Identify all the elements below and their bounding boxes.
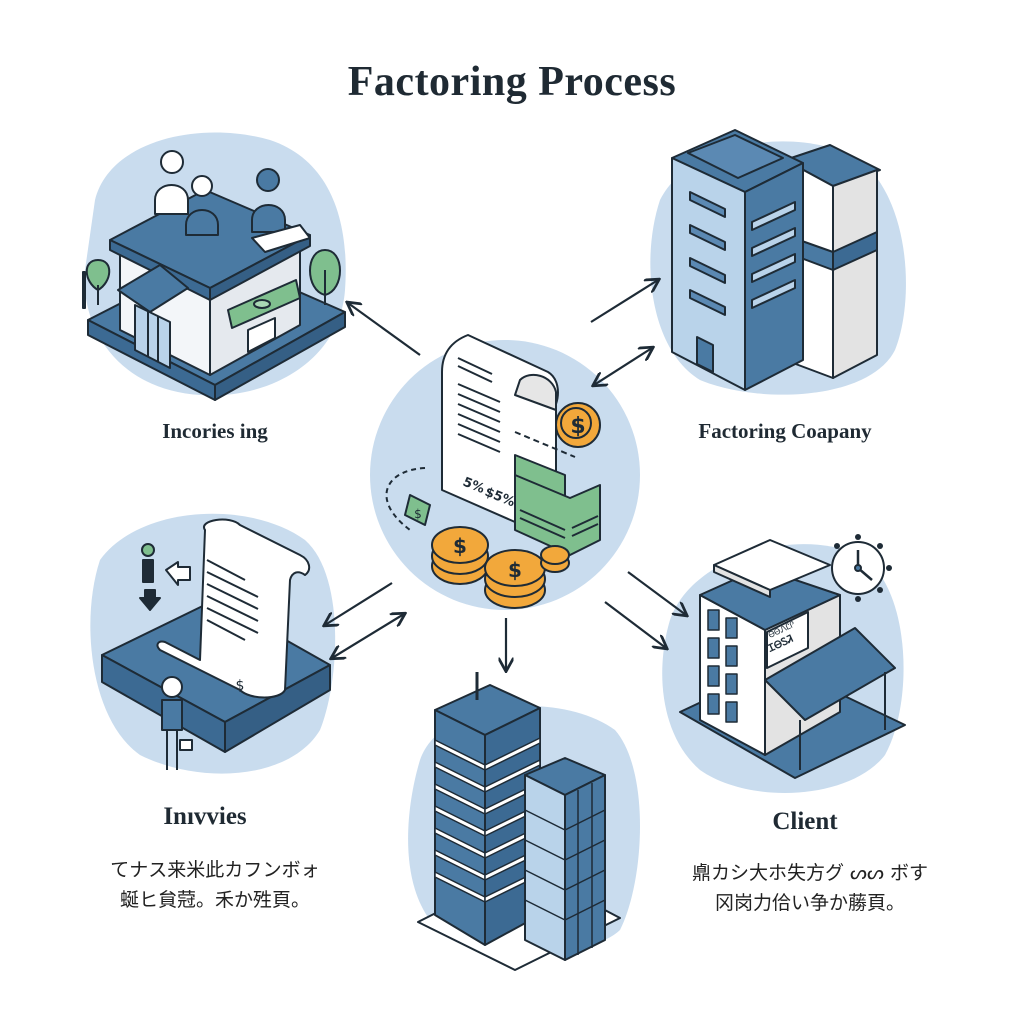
arrow-center-to-bottom-right-1 xyxy=(627,571,686,615)
arrow-center-to-bottom-right-2 xyxy=(604,601,666,648)
node-label-top-left: Incories ing xyxy=(162,419,268,443)
flow-arrows xyxy=(325,280,686,670)
corporate-towers-icon xyxy=(417,672,621,971)
description-line: てナス来米此カフンボォ xyxy=(110,859,320,881)
node-description-bottom-left: てナス来米此カフンボォ 蜒ヒ貟蒄。禾か殅頁。 xyxy=(60,855,370,915)
arrow-center-bottom-left-bidirectional xyxy=(332,614,404,658)
node-label-top-right: Factoring Coapany xyxy=(698,419,872,443)
invoice-scroll-icon xyxy=(101,518,331,770)
office-towers-icon xyxy=(671,129,881,391)
arrow-center-to-top-left xyxy=(348,303,421,356)
center-coin-dollar-1: $ xyxy=(570,414,585,439)
arrow-center-top-right-bidirectional xyxy=(594,348,652,385)
storefront-building-icon xyxy=(82,150,346,401)
node-label-bottom-left: Inıvvies xyxy=(163,803,247,830)
center-coin-dollar-2: $ xyxy=(453,534,467,558)
center-bill-dollar: $ xyxy=(414,507,422,521)
client-building-clock-icon xyxy=(679,534,906,779)
scroll-dollar-sign: $ xyxy=(236,678,245,694)
arrow-center-to-bottom-left xyxy=(325,582,393,625)
center-coin-dollar-3: $ xyxy=(508,558,522,582)
page-title: Factoring Process xyxy=(347,59,677,105)
description-line: 冈岗力佮い争か蕂頁。 xyxy=(714,892,905,914)
invoice-money-coins-icon xyxy=(385,334,601,609)
arrow-center-to-top-right xyxy=(590,280,658,323)
node-label-bottom-right: Client xyxy=(772,808,838,835)
description-line: 蜒ヒ貟蒄。禾か殅頁。 xyxy=(119,889,310,911)
description-line: 鼑カシ大ホ失方グ ᔕᔕ ボす xyxy=(692,862,928,884)
node-description-bottom-right: 鼑カシ大ホ失方グ ᔕᔕ ボす 冈岗力佮い争か蕂頁。 xyxy=(660,858,960,918)
